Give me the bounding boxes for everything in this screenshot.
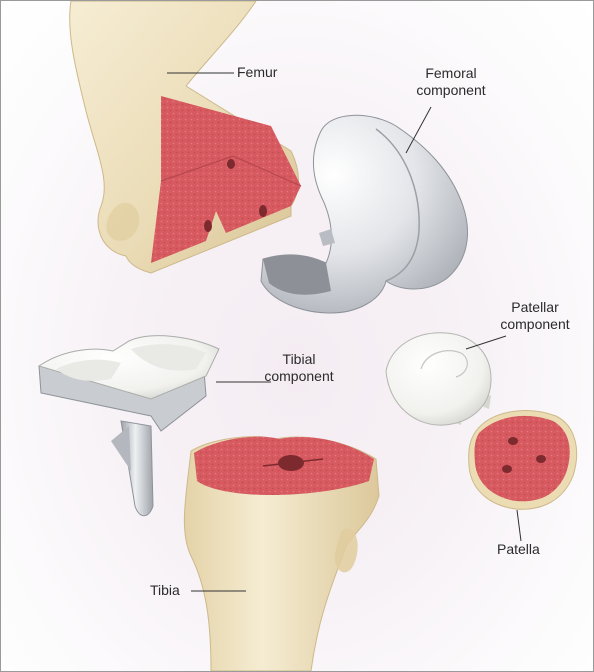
- patella-leader: [517, 510, 521, 541]
- femoral-component-label: Femoral component: [409, 65, 493, 99]
- patellar-component-implant: [386, 333, 491, 425]
- femoral-component-label-line1: Femoral: [409, 65, 493, 82]
- tibial-component-label-line2: component: [257, 368, 341, 385]
- tibial-component-label: Tibial component: [257, 351, 341, 385]
- patella-label: Patella: [497, 541, 540, 558]
- patellar-component-label-line2: component: [493, 316, 577, 333]
- patellar-component-label-line1: Patellar: [493, 299, 577, 316]
- femur-label: Femur: [237, 64, 277, 81]
- tibia: [184, 437, 379, 671]
- tibial-component-label-line1: Tibial: [257, 351, 341, 368]
- tibia-label: Tibia: [150, 582, 180, 599]
- patellar-component-label: Patellar component: [493, 299, 577, 333]
- femoral-component-implant: [261, 115, 468, 313]
- patella-bone: [469, 411, 577, 510]
- femur: [70, 1, 301, 273]
- femoral-component-label-line2: component: [409, 82, 493, 99]
